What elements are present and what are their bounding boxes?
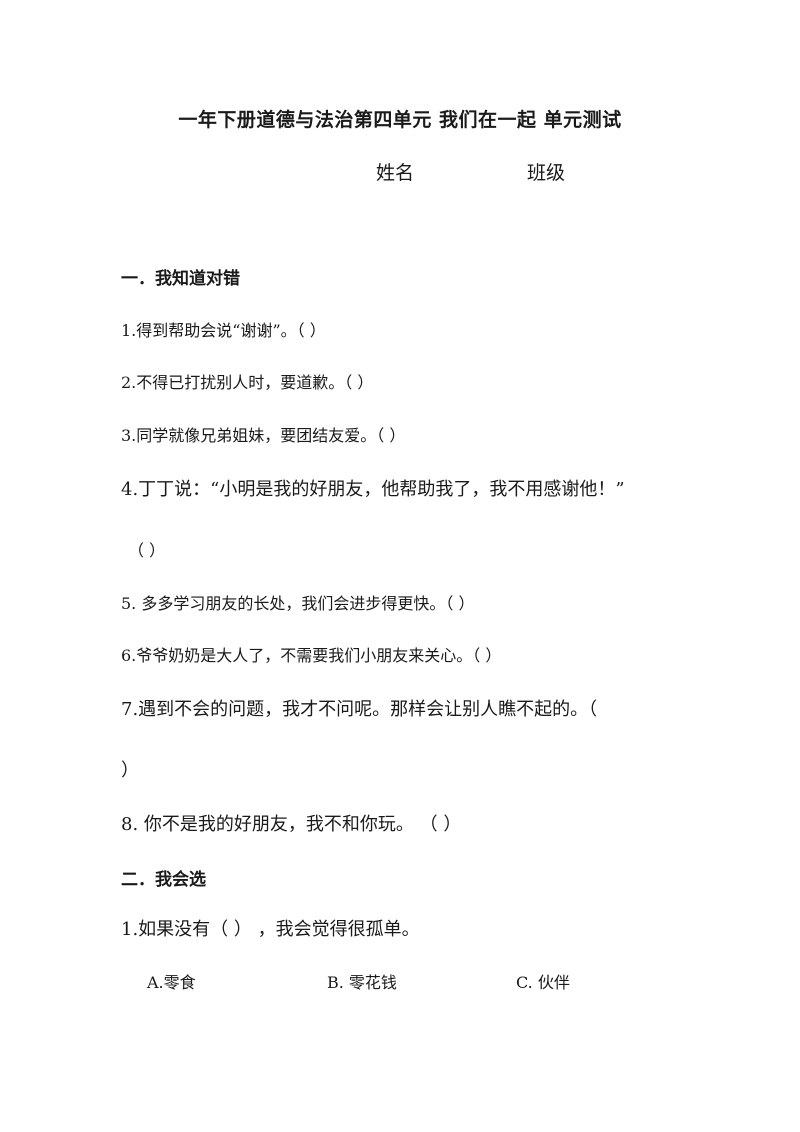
question-4: 4.丁丁说：“小明是我的好朋友，他帮助我了，我不用感谢他！” [121,479,625,500]
question-2: 2.不得已打扰别人时，要道歉。（ ） [121,373,374,392]
choice-option-a: A.零食 [147,973,196,992]
choice-option-b: B. 零花钱 [327,973,397,992]
question-5: 5. 多多学习朋友的长处，我们会进步得更快。（ ） [121,594,475,613]
question-8: 8. 你不是我的好朋友，我不和你玩。 （ ） [121,814,462,835]
question-4-answer-blank: （ ） [128,541,166,560]
section-heading-true-false: 一．我知道对错 [121,269,240,289]
question-1: 1.得到帮助会说“谢谢”。（ ） [121,321,326,340]
question-7: 7.遇到不会的问题，我才不问呢。那样会让别人瞧不起的。（ [121,699,598,720]
choice-option-c: C. 伙伴 [516,973,570,992]
question-7-answer-close: ） [121,760,139,781]
section-heading-choice: 二．我会选 [121,870,206,890]
choice-question-1: 1.如果没有（ ） ，我会觉得很孤单。 [121,919,420,940]
class-label: 班级 [527,162,566,184]
name-label: 姓名 [376,162,415,184]
question-3: 3.同学就像兄弟姐妹，要团结友爱。（ ） [121,426,406,445]
question-6: 6.爷爷奶奶是大人了，不需要我们小朋友来关心。（ ） [121,646,502,665]
page-title: 一年下册道德与法治第四单元 我们在一起 单元测试 [178,109,622,131]
